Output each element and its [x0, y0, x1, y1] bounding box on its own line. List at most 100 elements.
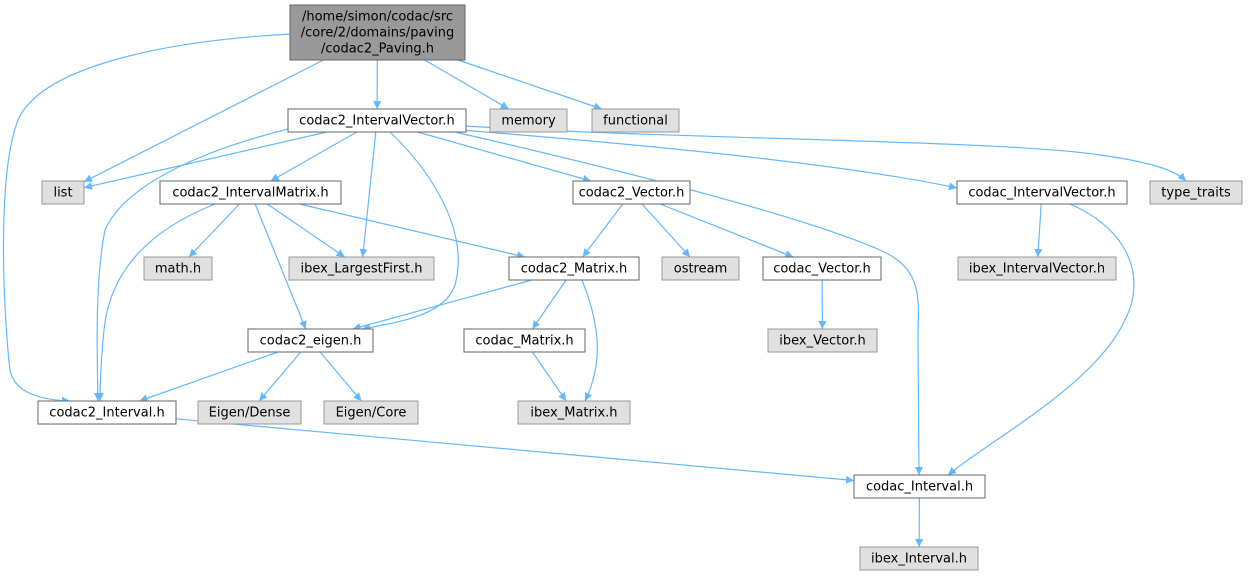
node-label: codac_Vector.h: [773, 262, 871, 277]
node-label: codac2_eigen.h: [260, 334, 362, 349]
node-box: [288, 256, 435, 281]
node-label: math.h: [155, 262, 201, 277]
node-label: codac2_Vector.h: [579, 186, 685, 201]
node-box: [323, 400, 419, 425]
node-largestfirst: ibex_LargestFirst.h: [288, 256, 435, 281]
edge-ivec2-to-largestfirst: [359, 131, 377, 258]
edge-root-to-interval2: [2, 33, 291, 405]
node-box: [517, 400, 631, 425]
node-ivec2[interactable]: codac2_IntervalVector.h: [287, 108, 467, 133]
node-ibexivec: ibex_IntervalVector.h: [957, 256, 1117, 281]
edge-vec2-to-ostream: [641, 203, 691, 258]
node-box: [767, 328, 878, 353]
node-box: [159, 180, 342, 205]
edge-mat2-to-eigen2: [352, 279, 533, 331]
edge-vec2-to-mat2: [582, 203, 624, 258]
node-typetraits: type_traits: [1149, 180, 1243, 205]
node-label: codac2_IntervalMatrix.h: [172, 186, 328, 201]
edge-root-to-list: [83, 59, 324, 183]
node-label: ibex_Interval.h: [871, 552, 967, 567]
node-functional: functional: [591, 108, 680, 133]
edge-interval2-to-codacinterval: [175, 418, 855, 484]
edge-ivec2-to-typetraits: [464, 125, 1187, 182]
node-imat2[interactable]: codac2_IntervalMatrix.h: [159, 180, 342, 205]
node-label: codac2_Interval.h: [49, 406, 164, 421]
node-box: [247, 328, 374, 353]
node-label: /codac2_Paving.h: [321, 42, 434, 57]
edge-eigen2-to-interval2: [139, 351, 279, 403]
node-label: codac_Matrix.h: [475, 334, 573, 349]
edge-mat2-to-codacmat: [531, 279, 567, 330]
node-box: [508, 256, 640, 281]
edge-codacmat-to-ibexmat: [531, 351, 567, 402]
node-vec2[interactable]: codac2_Vector.h: [572, 180, 691, 205]
edge-ivec2-to-eigen2: [361, 131, 459, 332]
node-label: codac_IntervalVector.h: [968, 186, 1115, 201]
node-label: codac_Interval.h: [866, 480, 973, 495]
edge-imat2-to-mat2: [299, 203, 526, 260]
node-box: [572, 180, 691, 205]
node-box: [143, 256, 213, 281]
edge-imat2-to-interval2: [96, 203, 216, 402]
node-ostream: ostream: [661, 256, 740, 281]
edge-codacivec-to-ibexivec: [1034, 203, 1043, 258]
edge-codacivec-to-codacinterval: [947, 203, 1135, 476]
node-box: [197, 400, 302, 425]
edge-imat2-to-eigen2: [254, 203, 307, 330]
node-label: memory: [501, 114, 556, 129]
node-label: ibex_Matrix.h: [530, 406, 617, 421]
node-box: [661, 256, 740, 281]
edge-root-to-memory: [424, 59, 510, 110]
node-codacmat[interactable]: codac_Matrix.h: [463, 328, 586, 353]
edge-ivec2-to-codacivec: [459, 129, 958, 191]
edge-mat2-to-ibexmat: [581, 279, 598, 402]
edge-vec2-to-codacvec: [660, 203, 794, 258]
node-eigencore: Eigen/Core: [323, 400, 419, 425]
node-eigen2[interactable]: codac2_eigen.h: [247, 328, 374, 353]
node-box: [591, 108, 680, 133]
node-ibexvec: ibex_Vector.h: [767, 328, 878, 353]
node-box: [489, 108, 568, 133]
node-label: codac2_IntervalVector.h: [299, 114, 455, 129]
node-ibexinterval: ibex_Interval.h: [859, 546, 979, 571]
node-box: [956, 180, 1128, 205]
node-label: type_traits: [1161, 186, 1231, 201]
edge-imat2-to-mathh: [188, 203, 240, 258]
node-box: [289, 4, 466, 61]
node-ibexmat: ibex_Matrix.h: [517, 400, 631, 425]
edge-ivec2-to-interval2: [93, 125, 301, 402]
node-label: functional: [603, 114, 668, 129]
node-codacivec[interactable]: codac_IntervalVector.h: [956, 180, 1128, 205]
node-mat2[interactable]: codac2_Matrix.h: [508, 256, 640, 281]
edge-ivec2-to-list: [83, 131, 327, 190]
node-label: ibex_IntervalVector.h: [969, 262, 1105, 277]
edge-root-to-functional: [457, 59, 602, 111]
node-label: codac2_Matrix.h: [521, 262, 628, 277]
node-label: Eigen/Core: [336, 406, 407, 421]
node-box: [1149, 180, 1243, 205]
edge-eigen2-to-eigencore: [319, 351, 362, 402]
node-root[interactable]: /home/simon/codac/src/core/2/domains/pav…: [289, 4, 466, 61]
node-memory: memory: [489, 108, 568, 133]
dependency-edges: [2, 33, 1187, 548]
node-codacvec[interactable]: codac_Vector.h: [762, 256, 882, 281]
edge-eigen2-to-eigendense: [258, 351, 302, 402]
node-codacinterval[interactable]: codac_Interval.h: [853, 474, 986, 499]
node-box: [859, 546, 979, 571]
node-box: [762, 256, 882, 281]
node-interval2[interactable]: codac2_Interval.h: [37, 400, 177, 425]
edge-imat2-to-largestfirst: [266, 203, 346, 258]
node-label: list: [53, 186, 72, 201]
edge-ivec2-to-imat2: [270, 131, 358, 182]
node-label: Eigen/Dense: [209, 406, 291, 421]
node-mathh: math.h: [143, 256, 213, 281]
node-label: ibex_LargestFirst.h: [300, 262, 422, 277]
edge-ivec2-to-codacinterval: [454, 131, 923, 476]
node-eigendense: Eigen/Dense: [197, 400, 302, 425]
node-label: /core/2/domains/paving: [301, 26, 454, 41]
node-label: ibex_Vector.h: [779, 334, 865, 349]
node-label: /home/simon/codac/src: [302, 10, 453, 25]
node-label: ostream: [674, 262, 728, 277]
node-box: [957, 256, 1117, 281]
